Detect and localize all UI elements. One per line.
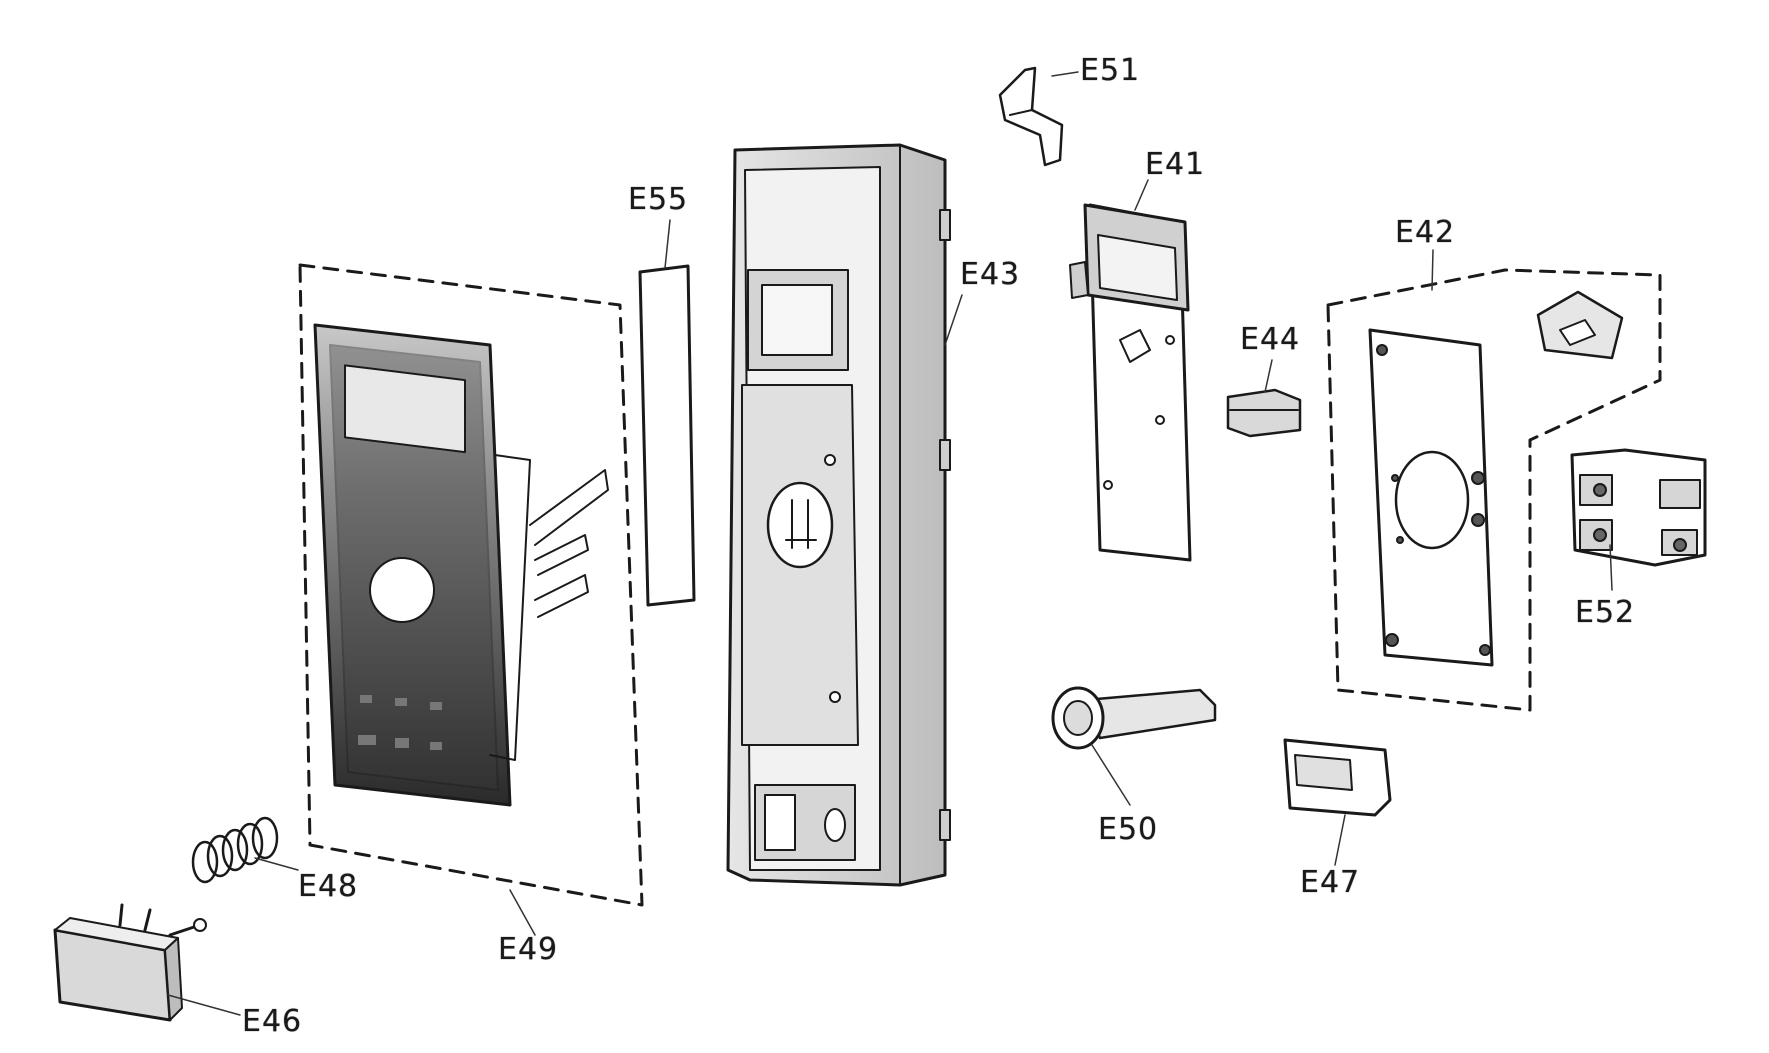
display-window — [638, 264, 696, 607]
switch-holder — [1570, 448, 1707, 567]
label-e46: E46 — [242, 1004, 303, 1039]
leader-lines — [167, 71, 1613, 1016]
label-e43: E43 — [960, 257, 1021, 292]
encoder-knob — [1051, 686, 1217, 750]
label-e52: E52 — [1575, 595, 1636, 630]
label-e51: E50 — [1098, 812, 1159, 847]
membrane-keypad-group-outline — [298, 263, 644, 907]
control-plate-group-outline — [1326, 268, 1662, 712]
label-e47: E47 — [1300, 865, 1361, 900]
membrane-keypad — [313, 323, 609, 807]
mounting-bracket — [998, 66, 1064, 167]
label-e41: E41 — [1145, 147, 1206, 182]
label-e48: E48 — [298, 869, 359, 904]
label-e42: E42 — [1395, 215, 1456, 250]
label-e50: E51 — [1080, 53, 1141, 88]
control-panel-frame — [726, 143, 951, 887]
spring — [191, 816, 279, 884]
pcb-assembly — [1069, 203, 1192, 562]
label-e55: E55 — [628, 182, 689, 217]
label-e49: E49 — [498, 932, 559, 967]
label-e44: E44 — [1240, 322, 1301, 357]
control-plate — [1368, 290, 1624, 667]
door-button — [53, 903, 207, 1022]
connector-clip — [1226, 388, 1302, 438]
lock-switch — [1283, 738, 1392, 817]
